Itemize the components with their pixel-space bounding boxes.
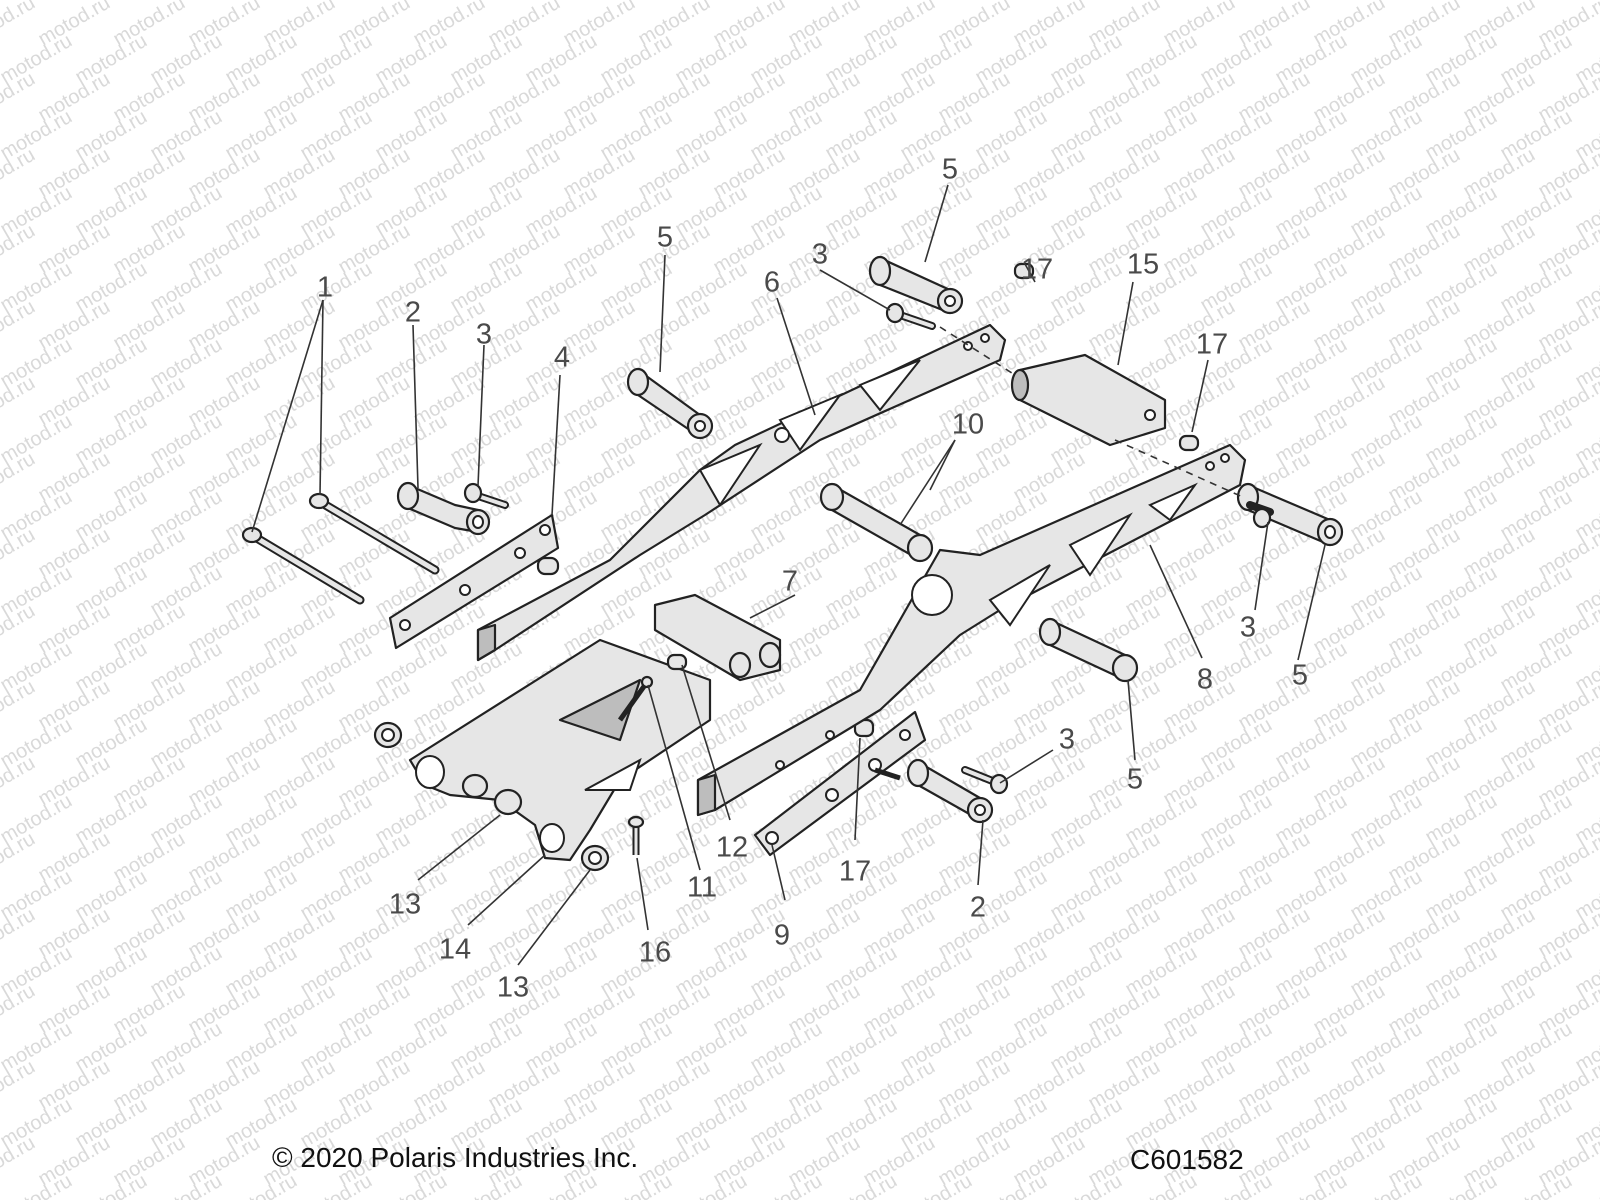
tube-small-left [536,556,560,576]
screw-part-16 [627,815,645,855]
tube-part-10 [819,482,934,563]
block-part-7 [653,593,782,682]
callout-13-lower: 13 [496,971,530,1004]
spacer-part-2-right [874,758,994,824]
bushing-part-13-c [580,844,610,872]
callout-5-lower: 5 [1126,763,1144,796]
callout-4: 4 [553,341,571,374]
callout-3-upper: 3 [811,238,829,271]
plate-part-4 [388,513,560,650]
callout-5-upper-left: 5 [656,221,674,254]
callout-2-lower: 2 [969,891,987,924]
spacer-part-5-d [1038,617,1139,683]
bushing-part-13-b [461,773,523,816]
callout-16: 16 [638,936,672,969]
assembly-line-right [1114,439,1246,499]
diagram-code: C601582 [1130,1144,1244,1175]
bolt-part-3-left [463,482,509,509]
dowel-part-17-a [1013,262,1035,280]
callout-3-right: 3 [1239,611,1257,644]
leader-lines [251,184,1326,966]
callout-5-top: 5 [941,153,959,186]
callout-6: 6 [763,266,781,299]
bolt-part-3-lower [961,766,1009,795]
bolt-part-3-upper [885,302,936,330]
callout-17-upper: 17 [1020,253,1054,286]
callout-2-upper: 2 [404,296,422,329]
plate-part-9 [753,710,927,857]
copyright-notice: © 2020 Polaris Industries Inc. [272,1142,639,1173]
callout-14: 14 [438,933,472,966]
assembly-line-upper [939,326,1016,376]
callout-17-lower: 17 [838,855,872,888]
spacer-part-2-left [396,481,491,536]
callout-10: 10 [951,408,985,441]
spacer-part-5-b [868,255,964,315]
pin-part-1 [241,492,440,605]
dowel-part-17-b [1178,434,1200,452]
callout-3-left: 3 [475,318,493,351]
callout-9: 9 [773,919,791,952]
bracket-part-15 [1010,353,1167,447]
callout-15: 15 [1126,248,1160,281]
callout-13-left: 13 [388,888,422,921]
callout-5-right: 5 [1291,659,1309,692]
callout-7: 7 [781,565,799,598]
callout-11: 11 [686,871,718,904]
spacer-part-5-c [1236,482,1344,547]
rail-part-6 [476,323,1007,662]
callout-17-right: 17 [1195,328,1229,361]
fastener-part-11 [617,675,654,722]
callout-12: 12 [715,831,749,864]
callout-1: 1 [316,271,334,304]
rail-part-8 [696,443,1247,817]
callout-8: 8 [1196,663,1214,696]
spacer-part-5-a [626,367,714,440]
bushing-part-13-a [373,721,403,749]
callout-3-lower: 3 [1058,723,1076,756]
arm-part-14 [408,638,712,862]
bolt-part-3-right [1246,501,1274,529]
